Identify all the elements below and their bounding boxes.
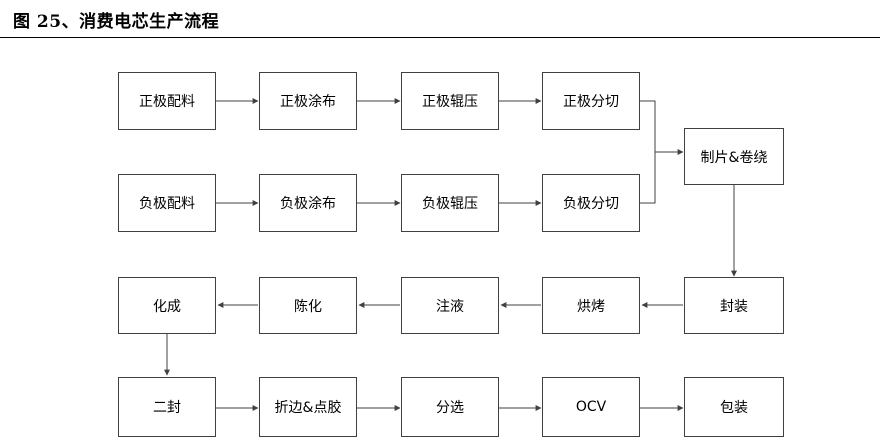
title-underline <box>0 37 880 38</box>
step-sorting: 分选 <box>401 377 499 437</box>
step-second-seal: 二封 <box>118 377 216 437</box>
figure-title: 图 25、消费电芯生产流程 <box>13 12 220 32</box>
step-ocv-test: OCV <box>542 377 640 437</box>
step-formation: 化成 <box>118 277 216 334</box>
step-positive-batching: 正极配料 <box>118 72 216 130</box>
step-positive-slitting: 正极分切 <box>542 72 640 130</box>
step-positive-rolling: 正极辊压 <box>401 72 499 130</box>
step-negative-coating: 负极涂布 <box>259 174 357 232</box>
step-baking: 烘烤 <box>542 277 640 334</box>
step-positive-coating: 正极涂布 <box>259 72 357 130</box>
step-electrolyte-injection: 注液 <box>401 277 499 334</box>
step-winding: 制片&卷绕 <box>684 128 784 185</box>
step-aging: 陈化 <box>259 277 357 334</box>
step-sealing: 封装 <box>684 277 784 334</box>
step-folding-gluing: 折边&点胶 <box>259 377 357 437</box>
bracket-negative-slitting <box>640 152 656 204</box>
step-negative-batching: 负极配料 <box>118 174 216 232</box>
step-negative-slitting: 负极分切 <box>542 174 640 232</box>
step-negative-rolling: 负极辊压 <box>401 174 499 232</box>
bracket-positive-slitting <box>640 100 656 152</box>
step-packaging: 包装 <box>684 377 784 437</box>
